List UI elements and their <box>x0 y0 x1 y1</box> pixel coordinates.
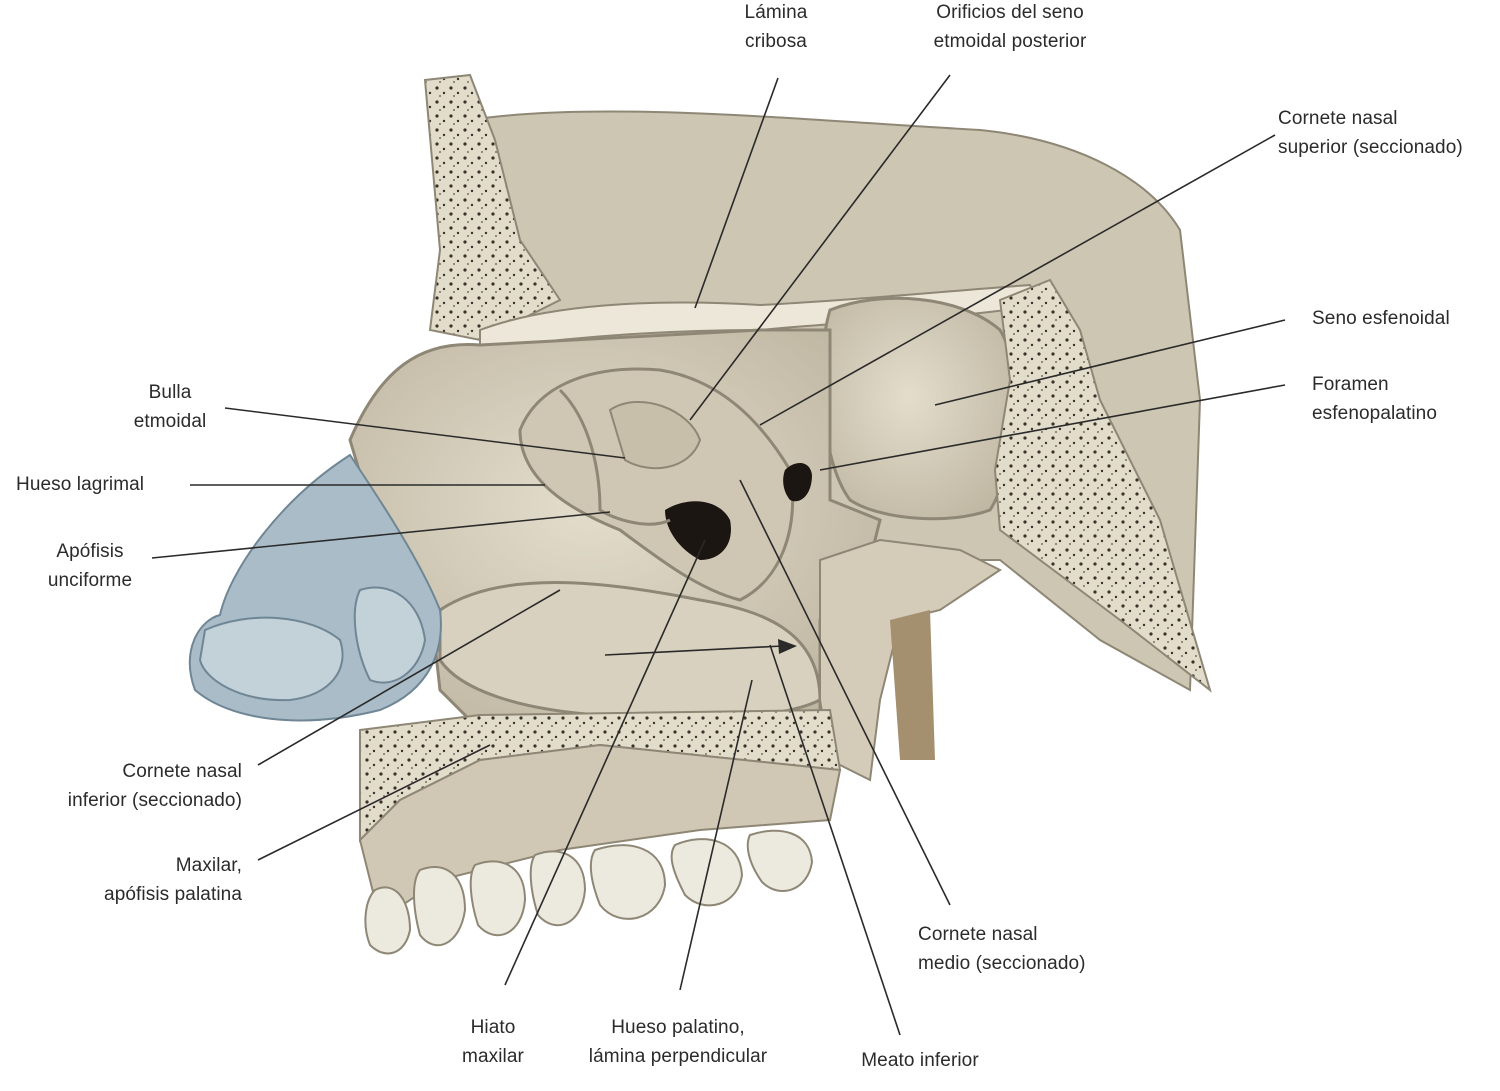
label-line: inferior (seccionado) <box>67 790 242 811</box>
label-line: Seno esfenoidal <box>1312 308 1450 329</box>
uncinate-process <box>558 388 671 526</box>
tooth <box>746 829 814 892</box>
label-line: Cornete nasal <box>1278 108 1398 129</box>
leader-apofisis <box>151 511 611 559</box>
label-line: Meato inferior <box>861 1050 979 1071</box>
tooth <box>413 865 467 947</box>
meatus-arrow-head <box>778 639 797 654</box>
leader-bulla <box>224 407 626 459</box>
leader-seno-esfenoidal <box>934 319 1286 406</box>
label-line: Lámina <box>744 2 808 23</box>
label-line: Hiato <box>470 1017 516 1038</box>
label-line: etmoidal posterior <box>933 31 1087 52</box>
label-line: superior (seccionado) <box>1278 137 1463 158</box>
label-bulla: Bulla etmoidal <box>100 378 240 436</box>
label-foramen: Foramen esfenopalatino <box>1312 370 1437 428</box>
label-line: medio (seccionado) <box>918 953 1086 974</box>
label-cornete-medio: Cornete nasal medio (seccionado) <box>918 920 1086 978</box>
meatus-arrow-shaft <box>604 645 783 656</box>
leader-cornete-inferior <box>257 589 561 766</box>
frontal-bone <box>423 73 562 342</box>
teeth <box>364 829 814 955</box>
label-line: Cornete nasal <box>122 761 242 782</box>
label-seno-esfenoidal: Seno esfenoidal <box>1312 304 1450 333</box>
leader-meato-inferior <box>769 644 901 1036</box>
label-meato-inferior: Meato inferior <box>840 1046 1000 1075</box>
label-line: unciforme <box>47 570 133 591</box>
leader-lines <box>151 74 1286 1036</box>
label-line: Hueso lagrimal <box>16 474 145 495</box>
label-hueso-lagrimal: Hueso lagrimal <box>16 470 144 499</box>
alar-cartilage <box>198 616 344 702</box>
label-hueso-palatino: Hueso palatino, lámina perpendicular <box>568 1013 788 1071</box>
leader-orificios <box>689 74 951 421</box>
label-maxilar: Maxilar, apófisis palatina <box>60 851 242 909</box>
label-orificios-seno: Orificios del seno etmoidal posterior <box>910 0 1110 56</box>
label-line: Bulla <box>148 382 192 403</box>
tooth <box>529 850 587 927</box>
label-line: esfenopalatino <box>1312 403 1438 424</box>
label-line: apófisis palatina <box>104 884 242 905</box>
label-line: maxilar <box>462 1046 524 1067</box>
leader-cornete-superior <box>759 134 1276 426</box>
label-hiato-maxilar: Hiato maxilar <box>443 1013 543 1071</box>
leader-hueso-palatino <box>679 679 753 991</box>
pterygoid-shadow <box>890 610 935 760</box>
label-line: Foramen <box>1312 374 1389 395</box>
sphenopalatine-foramen <box>783 463 812 502</box>
sphenoid-sinus <box>820 296 1017 521</box>
label-cornete-inferior: Cornete nasal inferior (seccionado) <box>30 757 242 815</box>
sphenoid-body <box>993 278 1212 693</box>
leader-cornete-medio <box>739 479 951 906</box>
leader-hiato <box>504 539 706 986</box>
maxillary-hiatus <box>665 501 731 560</box>
tooth <box>469 860 527 937</box>
tooth <box>589 844 667 920</box>
ethmoid-bulla <box>608 401 702 470</box>
label-lamina-cribosa: Lámina cribosa <box>726 0 826 56</box>
label-line: Maxilar, <box>175 855 242 876</box>
label-cornete-superior: Cornete nasal superior (seccionado) <box>1278 104 1463 162</box>
label-apofisis-unciforme: Apófisis unciforme <box>20 537 160 595</box>
leader-lamina-cribosa <box>694 77 779 309</box>
label-line: lámina perpendicular <box>588 1046 768 1067</box>
tooth <box>364 886 412 955</box>
label-line: Cornete nasal <box>918 924 1038 945</box>
lateral-cartilage <box>353 586 427 684</box>
label-line: cribosa <box>745 31 807 52</box>
label-line: Orificios del seno <box>936 2 1084 23</box>
leader-maxilar <box>257 744 491 861</box>
leader-foramen <box>819 384 1286 471</box>
label-line: etmoidal <box>133 411 207 432</box>
label-line: Hueso palatino, <box>611 1017 745 1038</box>
label-line: Apófisis <box>56 541 124 562</box>
